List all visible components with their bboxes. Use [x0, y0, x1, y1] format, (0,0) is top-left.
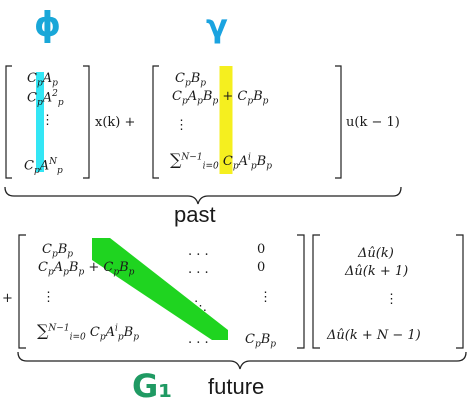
gamma-annotation: γ [206, 7, 228, 45]
bracket [312, 234, 320, 349]
gamma-dots: ⋮ [175, 118, 188, 133]
g1-corner: CpBp [245, 332, 277, 350]
g1-col1-row2: CpApBp + CpBp [38, 260, 135, 278]
du-1: Δû(k) [358, 246, 394, 261]
phi-row-1: CpAp [27, 71, 58, 89]
past-label: past [174, 202, 216, 227]
x-term: x(k) + [95, 115, 136, 130]
future-brace [17, 351, 467, 370]
g1-lastcol-dots: ⋮ [259, 290, 272, 305]
g1-hdots-row2: . . . [188, 262, 209, 277]
du-dots: ⋮ [385, 292, 398, 307]
future-label: future [208, 374, 265, 399]
bracket [335, 65, 342, 179]
g1-col1-dots: ⋮ [42, 290, 55, 305]
g1-ddots: ⋱ [194, 299, 207, 314]
g1-col1-sum: ∑N−1i=0 CpAipBp [37, 321, 139, 343]
phi-annotation: ϕ [34, 5, 62, 45]
bracket [5, 65, 12, 179]
g1-zero-2: 0 [257, 260, 266, 275]
bracket [152, 65, 159, 179]
gamma-sum: ∑N−1i=0 CpAipBp [170, 150, 272, 172]
past-brace [4, 186, 402, 205]
gamma-row-1: CpBp [175, 71, 207, 89]
bracket [83, 65, 90, 179]
bracket [456, 234, 464, 349]
phi-row-n: CpANp [24, 157, 63, 176]
g1-annotation: G₁ [132, 367, 173, 405]
g1-zero-1: 0 [257, 242, 266, 257]
bracket [297, 234, 305, 349]
g1-col1-row1: CpBp [42, 242, 74, 260]
gamma-row-2: CpApBp + CpBp [172, 89, 269, 107]
g1-hdots-row-n: . . . [188, 332, 209, 347]
u-term: u(k − 1) [346, 115, 400, 130]
bracket [18, 234, 26, 349]
phi-dots: ⋮ [41, 113, 54, 128]
plus-sign: + [2, 291, 13, 306]
g1-highlight [92, 238, 228, 340]
du-n: Δû(k + N − 1) [327, 328, 421, 343]
g1-hdots-row1: . . . [188, 244, 209, 259]
phi-row-2: CpA2p [27, 89, 64, 108]
du-2: Δû(k + 1) [345, 264, 409, 279]
